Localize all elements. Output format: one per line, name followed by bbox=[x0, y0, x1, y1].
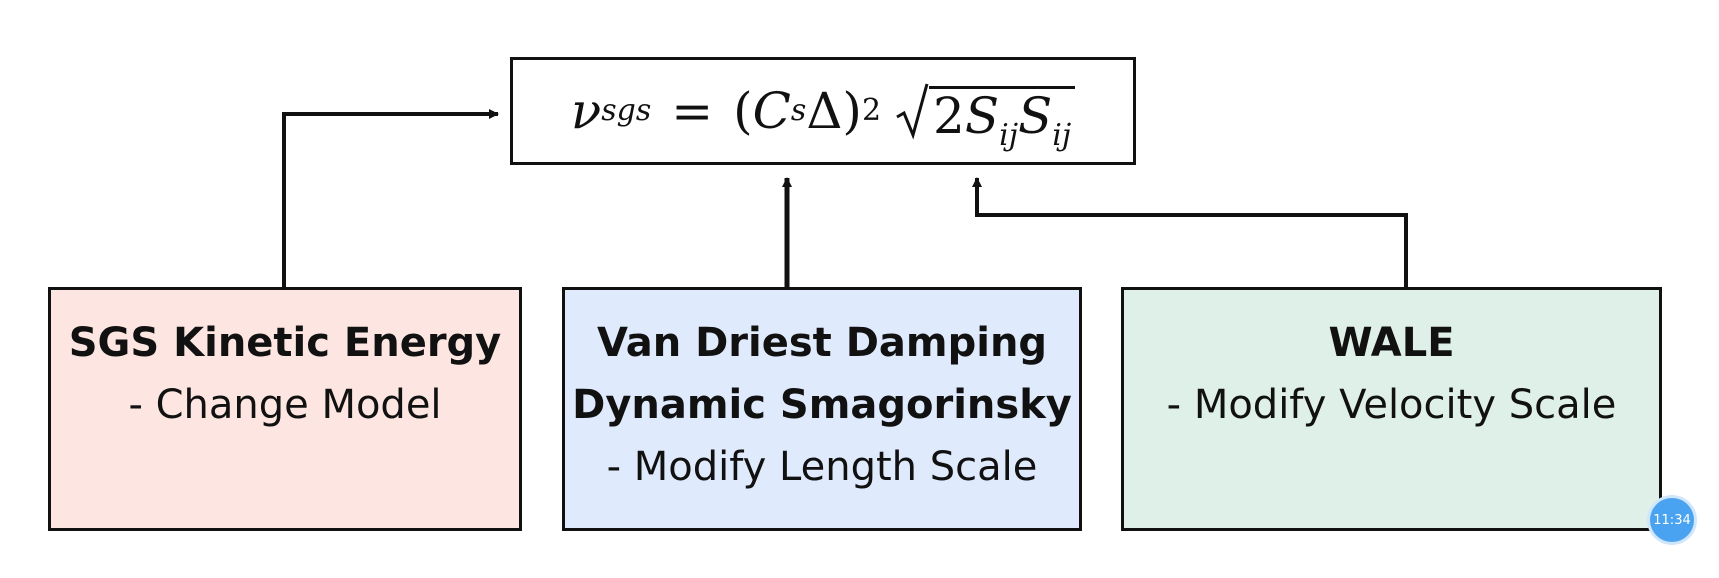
formula-s1-subscript: ij bbox=[999, 118, 1019, 153]
formula-s1: S bbox=[964, 87, 1000, 145]
formula-c: C bbox=[752, 82, 791, 140]
sqrt-sign-icon bbox=[896, 83, 929, 140]
formula-nu: ν bbox=[570, 82, 602, 140]
formula-s2: S bbox=[1018, 87, 1053, 145]
van-driest-dynamic-smagorinsky-box: Van Driest Damping Dynamic Smagorinsky -… bbox=[562, 287, 1082, 531]
length-scale-description: - Modify Length Scale bbox=[606, 444, 1038, 490]
sgs-kinetic-energy-description: - Change Model bbox=[128, 382, 442, 428]
formula-radicand: 2SijSij bbox=[929, 86, 1076, 151]
van-driest-title: Van Driest Damping bbox=[596, 320, 1048, 366]
formula-s2-subscript: ij bbox=[1052, 118, 1072, 153]
formula-delta: Δ bbox=[806, 82, 843, 140]
arrow-wale-to-formula bbox=[972, 177, 1408, 287]
timestamp-badge[interactable]: 11:34 bbox=[1650, 498, 1694, 542]
formula-two: 2 bbox=[933, 87, 965, 145]
formula-sqrt: 2SijSij bbox=[895, 81, 1076, 151]
wale-title: WALE bbox=[1328, 320, 1455, 366]
arrow-sgs-to-formula bbox=[282, 109, 499, 287]
sgs-kinetic-energy-box: SGS Kinetic Energy - Change Model bbox=[48, 287, 522, 531]
wale-box: WALE - Modify Velocity Scale bbox=[1121, 287, 1662, 531]
dynamic-smagorinsky-title: Dynamic Smagorinsky bbox=[572, 382, 1072, 428]
wale-description: - Modify Velocity Scale bbox=[1166, 382, 1617, 428]
formula-equals: = bbox=[671, 82, 714, 140]
formula-open-paren: ( bbox=[733, 82, 753, 140]
formula-close-paren: ) bbox=[842, 82, 862, 140]
sgs-kinetic-energy-title: SGS Kinetic Energy bbox=[68, 320, 502, 366]
